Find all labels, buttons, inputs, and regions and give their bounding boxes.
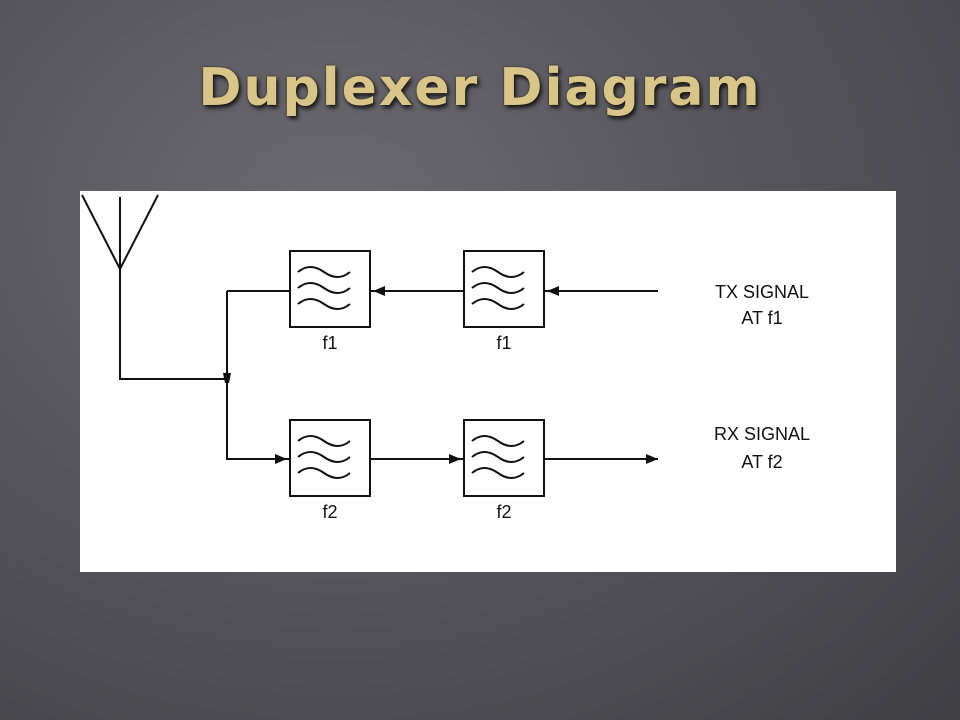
filter-icon <box>289 419 371 497</box>
rx-filter-2: f2 <box>463 419 545 522</box>
tx-signal-label-line1: TX SIGNAL <box>715 282 809 302</box>
duplexer-diagram-svg: f1 f1 f2 f2 TX SIGNAL AT f1 RX SIGNAL AT… <box>81 194 810 522</box>
arrow-icon <box>646 454 658 464</box>
wiring <box>119 269 658 460</box>
arrow-icon <box>275 454 287 464</box>
arrow-icon <box>373 286 385 296</box>
tx-signal-label-line2: AT f1 <box>741 308 782 328</box>
rx-signal-label-line1: RX SIGNAL <box>714 424 810 444</box>
rx-filter-1: f2 <box>289 419 371 522</box>
rx-filter-1-label: f2 <box>322 502 337 522</box>
duplexer-diagram: f1 f1 f2 f2 TX SIGNAL AT f1 RX SIGNAL AT… <box>80 191 896 572</box>
slide-title: Duplexer Diagram <box>198 58 762 118</box>
junction-dot <box>223 373 231 383</box>
tx-filter-2: f1 <box>463 250 545 353</box>
rx-signal-label-line2: AT f2 <box>741 452 782 472</box>
rx-filter-2-label: f2 <box>496 502 511 522</box>
antenna-icon <box>81 194 159 270</box>
arrow-icon <box>547 286 559 296</box>
tx-filter-1: f1 <box>289 250 371 353</box>
filter-icon <box>463 250 545 328</box>
tx-filter-1-label: f1 <box>322 333 337 353</box>
arrow-icon <box>449 454 461 464</box>
tx-filter-2-label: f1 <box>496 333 511 353</box>
filter-icon <box>289 250 371 328</box>
filter-icon <box>463 419 545 497</box>
